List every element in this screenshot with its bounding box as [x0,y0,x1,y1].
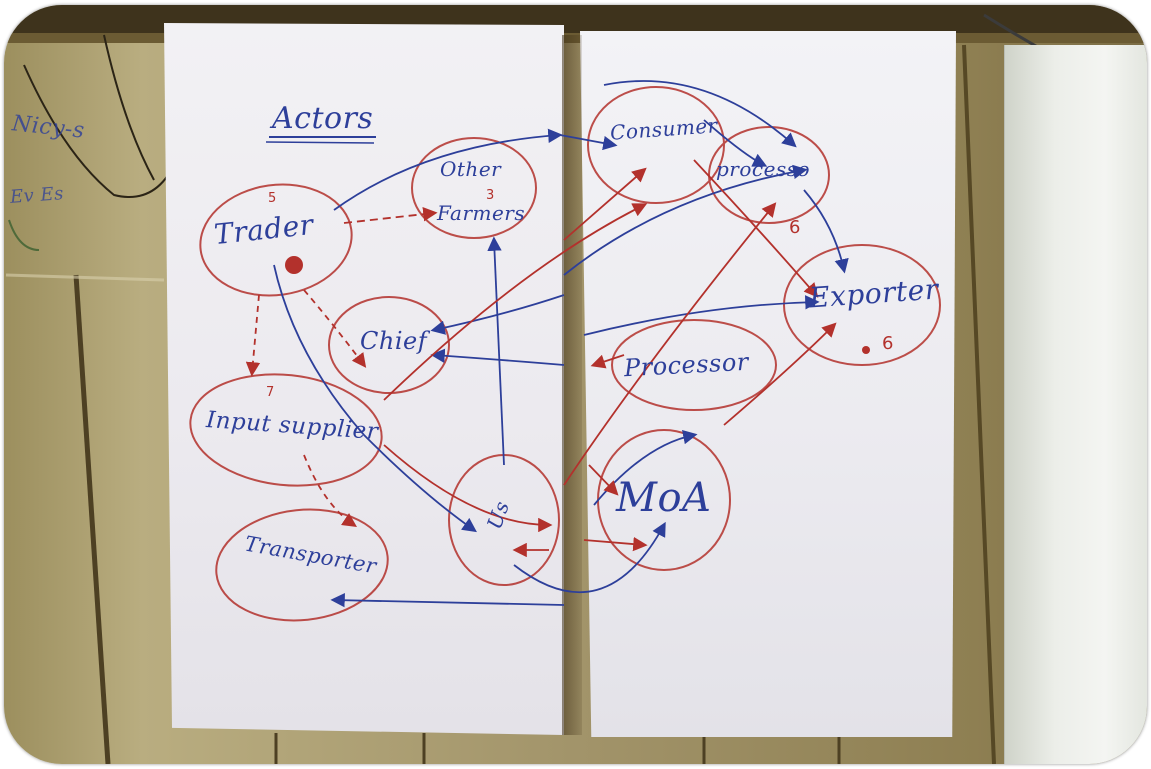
actor-map-drawing [189,80,941,622]
transporter-ellipse [215,508,389,622]
node-count-exporter: 6 [882,333,894,354]
input-supplier-ellipse [189,373,383,487]
node-label-chief: Chief [360,327,428,355]
node-count-input-supplier: 7 [266,385,275,400]
title-underline-2 [265,141,375,144]
sheet-gap-shadow [562,35,582,735]
node-count-trader: 5 [268,191,277,206]
white-curtain [1004,45,1147,764]
consumer-ellipse [587,86,725,204]
chief-ellipse [328,296,450,394]
node-count-processor-top: 6 [789,217,801,238]
poster-title: Actors [272,101,374,136]
node-label-moa: MoA [616,475,712,521]
node-count-other-farmers: 3 [486,188,495,203]
trader-ellipse [199,183,353,297]
node-label-other-farmers-line2: Farmers [437,201,526,225]
node-label-other-farmers-line1: Other [440,157,502,181]
processor-ellipse [611,319,777,411]
photo-frame: Nicy-s Ev Es [4,5,1147,764]
exporter-ellipse [783,244,941,366]
node-label-processor-top: processo [716,157,811,181]
other-farmers-ellipse [411,137,537,239]
